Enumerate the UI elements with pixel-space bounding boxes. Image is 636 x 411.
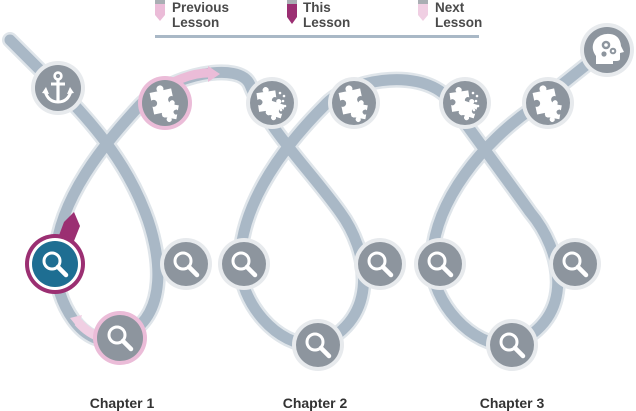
node-ch2-bottom[interactable] [292, 319, 344, 371]
node-ch2-top-right[interactable] [328, 77, 380, 129]
node-start[interactable] [31, 61, 85, 115]
legend-rule [155, 35, 479, 38]
track [2, 32, 613, 354]
node-end[interactable] [580, 23, 634, 77]
chapter-3-label: Chapter 3 [479, 395, 545, 411]
legend-previous-marker-flag [155, 4, 165, 21]
node-ch1-right[interactable] [160, 238, 212, 290]
legend-current-label: This Lesson [303, 0, 351, 30]
node-ch3-top-left[interactable] [439, 77, 491, 129]
node-ch3-right[interactable] [549, 238, 601, 290]
previous-lesson-arrow [208, 66, 220, 82]
chapter-1-label: Chapter 1 [89, 395, 155, 411]
legend-previous-label: Previous Lesson [172, 0, 230, 30]
node-ch3-bottom[interactable] [486, 319, 538, 371]
node-ch1-bottom[interactable] [93, 311, 147, 365]
node-ch1-left[interactable] [25, 234, 85, 294]
legend-current-marker-flag [287, 4, 297, 24]
node-ch2-right[interactable] [354, 238, 406, 290]
node-ch3-left[interactable] [414, 238, 466, 290]
previous-lesson-tail-tip [70, 315, 82, 328]
legend-next-label: Next Lesson [435, 0, 483, 30]
legend-next-marker [418, 0, 428, 4]
legend-previous-marker [155, 0, 165, 4]
legend [155, 0, 479, 38]
legend-next-marker-flag [418, 4, 428, 21]
node-ch1-top[interactable] [138, 76, 192, 130]
legend-current-marker [287, 0, 297, 4]
lesson-nodes [25, 23, 634, 371]
chapter-2-label: Chapter 2 [282, 395, 348, 411]
node-ch2-top-left[interactable] [246, 77, 298, 129]
node-ch2-left[interactable] [218, 238, 270, 290]
track-path [4, 34, 611, 351]
node-ch3-top-right[interactable] [522, 77, 574, 129]
